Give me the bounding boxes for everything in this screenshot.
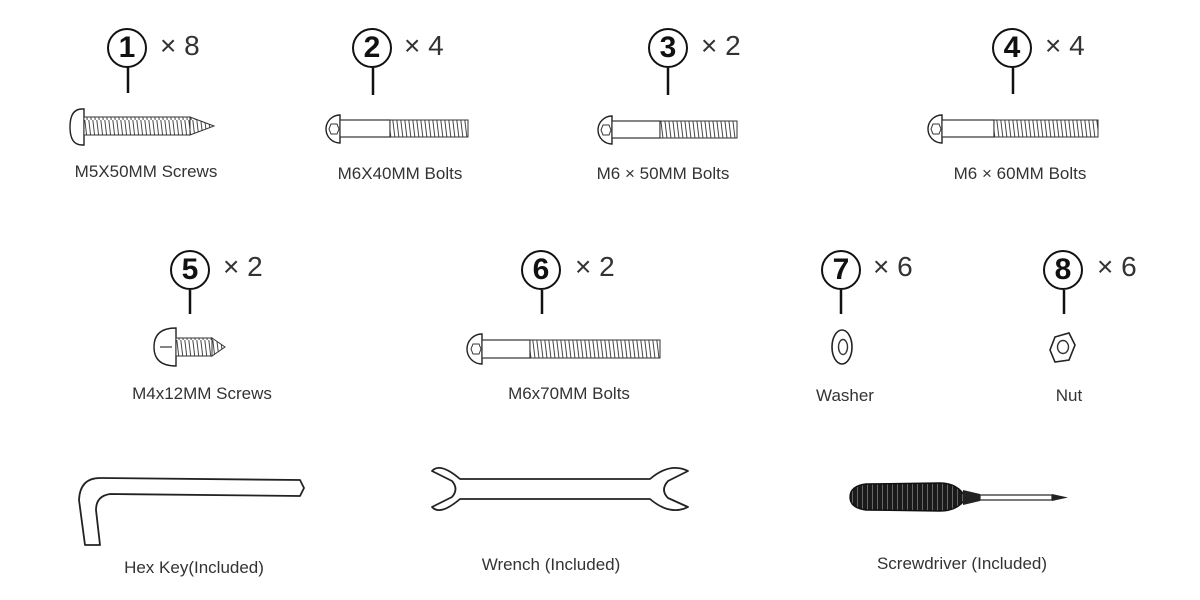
part-quantity: × 2 (575, 251, 615, 282)
part-quantity: × 4 (404, 30, 444, 61)
tool-label: Screwdriver (Included) (876, 554, 1048, 573)
screw-icon (69, 108, 216, 146)
part-label: M6x70MM Bolts (508, 384, 630, 403)
hex-key-icon (78, 477, 305, 546)
screw-icon (153, 327, 226, 367)
part-quantity: × 4 (1045, 30, 1085, 61)
part-number-badge: 6 (521, 250, 561, 290)
nut-icon (1049, 332, 1076, 363)
bolt-icon (927, 114, 1099, 144)
part-label: M4x12MM Screws (132, 384, 272, 403)
part-quantity: × 6 (1097, 251, 1137, 282)
part-label: Nut (1055, 386, 1083, 405)
part-number-badge: 2 (352, 28, 392, 68)
washer-icon (831, 329, 853, 365)
bolt-icon (325, 114, 469, 144)
part-quantity: × 8 (160, 30, 200, 61)
part-number-badge: 8 (1043, 250, 1083, 290)
part-label: M5X50MM Screws (74, 162, 218, 181)
part-quantity: × 2 (223, 251, 263, 282)
part-quantity: × 2 (701, 30, 741, 61)
bolt-icon (597, 115, 738, 145)
tool-label: Wrench (Included) (481, 555, 621, 574)
part-quantity: × 6 (873, 251, 913, 282)
bolt-icon (466, 333, 661, 365)
tool-label: Hex Key(Included) (124, 558, 264, 577)
wrench-icon (431, 467, 689, 511)
screwdriver-icon (849, 482, 1068, 512)
part-number-badge: 7 (821, 250, 861, 290)
part-number-badge: 3 (648, 28, 688, 68)
part-number-badge: 4 (992, 28, 1032, 68)
part-label: M6 × 50MM Bolts (596, 164, 730, 183)
part-label: M6 × 60MM Bolts (953, 164, 1087, 183)
part-number-badge: 5 (170, 250, 210, 290)
part-label: M6X40MM Bolts (337, 164, 463, 183)
part-number-badge: 1 (107, 28, 147, 68)
part-label: Washer (816, 386, 874, 405)
